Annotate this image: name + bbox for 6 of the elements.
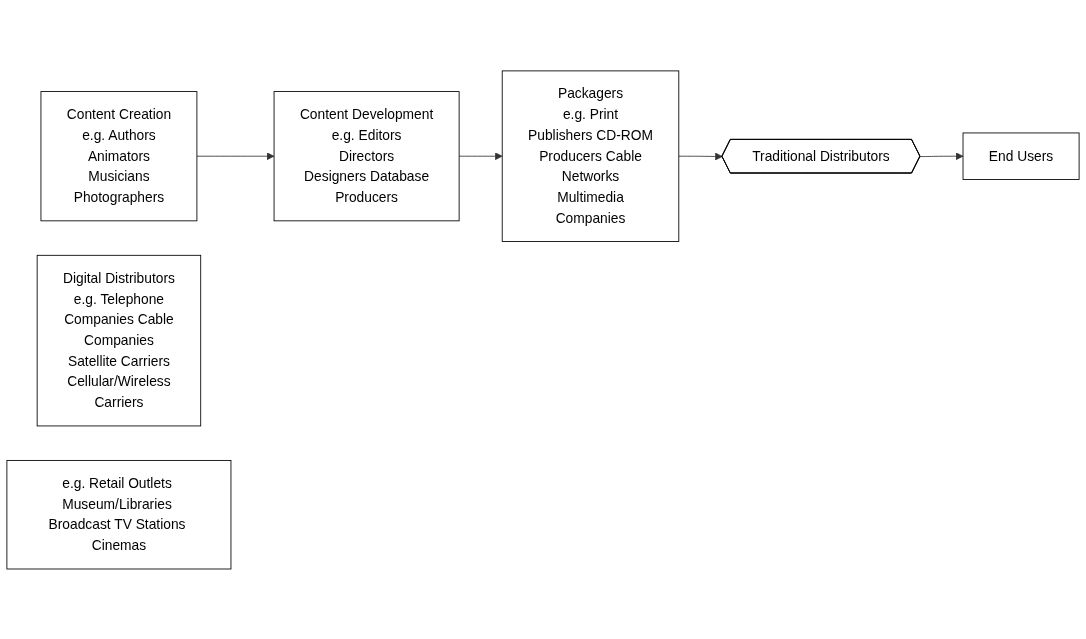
node-box: Content Creation e.g. Authors Animators Musicians Photographers — [40, 90, 198, 221]
node-box: Digital Distributors e.g. Telephone Companies Cable Companies Satellite Carriers Cellular/Wireless Carriers — [36, 254, 202, 426]
node-box: Packagers e.g. Print Publishers CD-ROM Producers Cable Networks Multimedia Companies — [501, 70, 680, 242]
node-box: e.g. Retail Outlets Museum/Libraries Broadcast TV Stations Cinemas — [6, 459, 232, 569]
node-box: Content Development e.g. Editors Directors Designers Database Producers — [273, 90, 460, 221]
node-box: End Users — [962, 132, 1080, 180]
